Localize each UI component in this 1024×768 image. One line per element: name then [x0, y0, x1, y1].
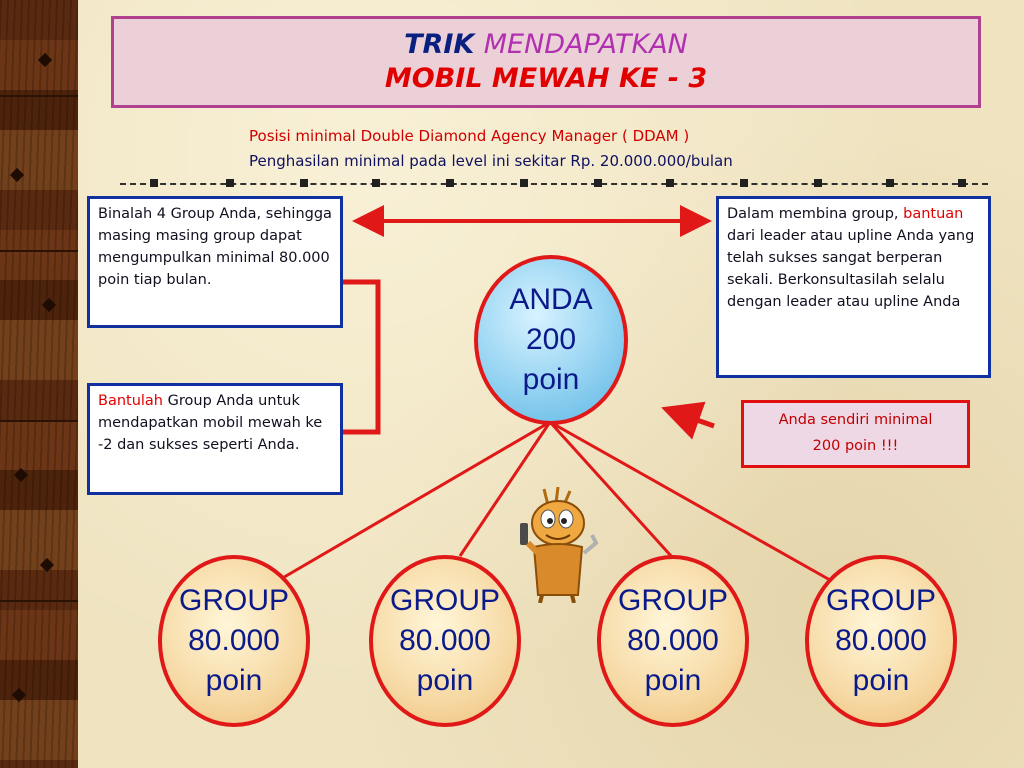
subtitle-line-1: Posisi minimal Double Diamond Agency Man… — [249, 127, 690, 145]
right-note-line-1: Anda sendiri minimal — [778, 412, 933, 428]
group-label: GROUP — [825, 584, 936, 617]
bracket-connector — [343, 279, 381, 435]
title-line-1: TRIK MENDAPATKAN — [404, 28, 688, 62]
tree-line-3 — [548, 420, 674, 559]
group-bubble-1: GROUP 80.000 poin — [158, 555, 310, 727]
group-value: 80.000 — [835, 624, 927, 657]
tree-line-1 — [261, 420, 551, 592]
mascot-illustration — [520, 487, 599, 603]
divider-mark — [740, 179, 748, 187]
group-unit: poin — [852, 664, 910, 697]
group-value: 80.000 — [399, 624, 491, 657]
wood-border — [0, 0, 78, 768]
anda-label: ANDA — [509, 283, 593, 316]
group-bubble-4: GROUP 80.000 poin — [805, 555, 957, 727]
right-top-highlight: bantuan — [903, 206, 964, 222]
right-note-box: Anda sendiri minimal 200 poin !!! — [741, 400, 970, 468]
title-mendapatkan: MENDAPATKAN — [483, 29, 688, 60]
group-unit: poin — [644, 664, 702, 697]
group-unit: poin — [205, 664, 263, 697]
right-top-text-a: Dalam membina group, — [727, 206, 904, 222]
title-trik: TRIK — [404, 29, 475, 60]
group-label: GROUP — [178, 584, 289, 617]
divider-mark — [886, 179, 894, 187]
tree-line-4 — [549, 420, 831, 582]
group-bubble-2: GROUP 80.000 poin — [369, 555, 521, 727]
group-label: GROUP — [389, 584, 500, 617]
dashed-divider — [120, 183, 988, 185]
anda-bubble: ANDA 200 poin — [474, 255, 628, 425]
divider-mark — [666, 179, 674, 187]
right-top-text-b: dari leader atau upline Anda yang telah … — [727, 228, 975, 310]
divider-mark — [150, 179, 158, 187]
divider-mark — [814, 179, 822, 187]
divider-mark — [958, 179, 966, 187]
divider-mark — [594, 179, 602, 187]
group-label: GROUP — [617, 584, 728, 617]
tree-line-2 — [458, 421, 552, 557]
divider-mark — [372, 179, 380, 187]
group-bubble-3: GROUP 80.000 poin — [597, 555, 749, 727]
pointer-arrow — [661, 401, 715, 440]
divider-mark — [520, 179, 528, 187]
divider-mark — [446, 179, 454, 187]
divider-mark — [226, 179, 234, 187]
title-box: TRIK MENDAPATKAN MOBIL MEWAH KE - 3 — [111, 16, 981, 108]
anda-unit: poin — [522, 363, 580, 396]
left-bottom-text: Group Anda untuk mendapatkan mobil mewah… — [98, 393, 323, 453]
divider-mark — [300, 179, 308, 187]
anda-value: 200 — [525, 323, 577, 356]
group-value: 80.000 — [188, 624, 280, 657]
left-top-box: Binalah 4 Group Anda, sehingga masing ma… — [87, 196, 343, 328]
subtitle-line-2: Penghasilan minimal pada level ini sekit… — [249, 152, 733, 170]
left-bottom-box: Bantulah Group Anda untuk mendapatkan mo… — [87, 383, 343, 495]
right-top-box: Dalam membina group, bantuan dari leader… — [716, 196, 991, 378]
left-top-text: Binalah 4 Group Anda, sehingga masing ma… — [98, 206, 332, 288]
group-unit: poin — [416, 664, 474, 697]
right-note-line-2: 200 poin !!! — [812, 438, 899, 454]
left-bottom-highlight: Bantulah — [98, 393, 164, 409]
title-line-2: MOBIL MEWAH KE - 3 — [384, 63, 708, 94]
group-value: 80.000 — [627, 624, 719, 657]
